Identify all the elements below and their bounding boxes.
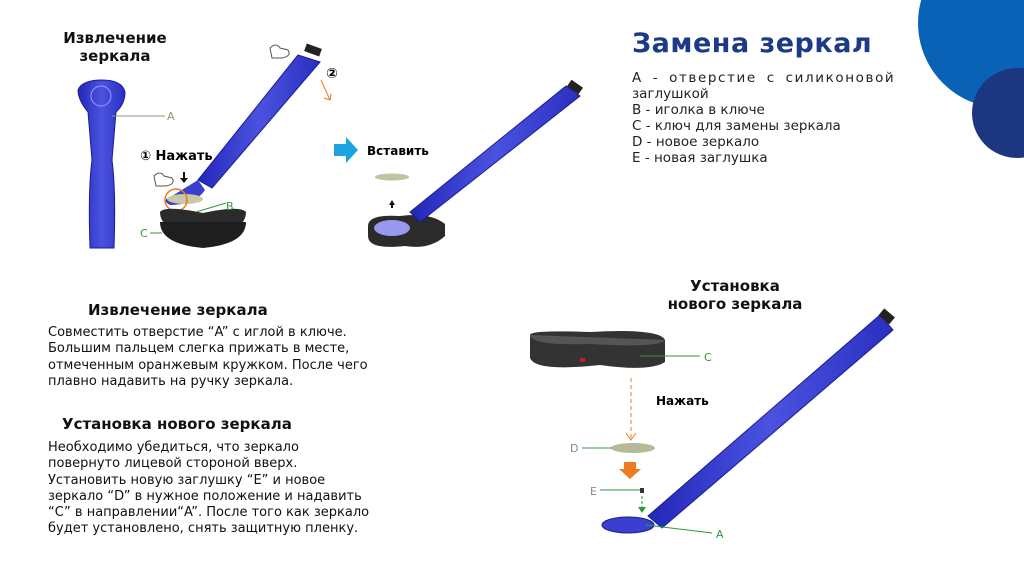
label-d: D — [570, 442, 578, 455]
install-heading: Установка нового зеркала — [62, 415, 292, 433]
step1-label: ① Нажать — [140, 149, 213, 164]
install-text: Необходимо убедиться, что зеркало поверн… — [48, 440, 370, 537]
legend-item: заглушкой — [632, 86, 709, 102]
legend-item: D - новое зеркало — [632, 134, 760, 150]
top-diagram-heading: Извлечение зеркала — [40, 29, 190, 65]
orange-down-arrow-icon — [619, 462, 641, 479]
label-b: B — [226, 200, 234, 213]
legend-item: E - новая заглушка — [632, 150, 768, 166]
bottom-diagram-heading: Установка нового зеркала — [640, 277, 830, 313]
removal-heading: Извлечение зеркала — [88, 301, 268, 319]
thumb-icon — [153, 172, 174, 187]
heading-line: нового зеркала — [667, 295, 803, 313]
orange-arrow-icon — [320, 79, 332, 101]
label-e: E — [590, 485, 597, 498]
press-label: Нажать — [656, 394, 709, 408]
heading-line: Извлечение — [63, 29, 167, 47]
legend-item: B - иголка в ключе — [632, 102, 765, 118]
heading-line: Установка — [690, 277, 780, 295]
mirror-handle-tilted: B C ② ① Нажать Вставить — [140, 43, 429, 248]
label-c-bottom: C — [704, 351, 712, 364]
removal-text: Совместить отверстие “A” с иглой в ключе… — [48, 325, 368, 389]
label-c: C — [140, 227, 148, 240]
insertion-illustration — [368, 79, 584, 247]
decor-circle-small — [971, 68, 1024, 158]
legend-item: C - ключ для замены зеркала — [632, 118, 841, 134]
slide-title: Замена зеркал — [632, 28, 873, 59]
installation-illustration: C Нажать D E A — [530, 308, 895, 541]
thumb-icon — [269, 44, 290, 59]
next-arrow-icon — [334, 137, 358, 163]
mirror-handle-front-view: A — [77, 79, 175, 249]
arrow-down-icon — [180, 172, 188, 183]
decor-circles — [918, 0, 1024, 158]
heading-line: зеркала — [79, 47, 151, 65]
legend-item: A - отверстие с силиконовой — [632, 70, 896, 86]
arrow-up-icon — [389, 200, 395, 208]
step2-label: ② — [326, 66, 338, 82]
insert-label: Вставить — [367, 144, 429, 158]
label-a-bottom: A — [716, 528, 724, 541]
label-a: A — [167, 110, 175, 123]
legend-list: A - отверстие с силиконовой заглушкой B … — [632, 70, 896, 166]
